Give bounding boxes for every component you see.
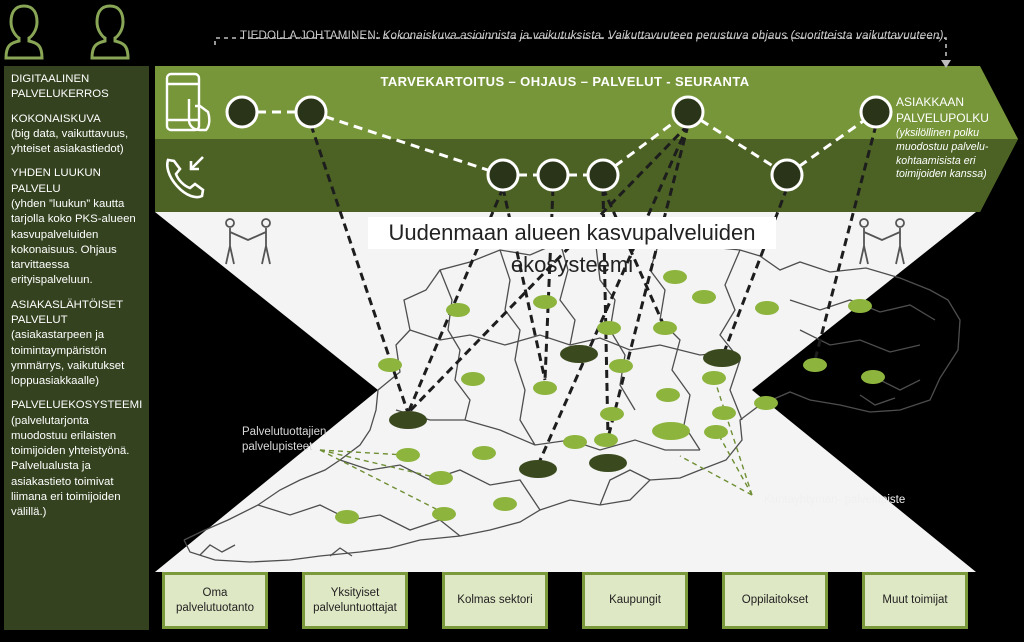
sidebar-section: YHDEN LUUKUN PALVELU (yhden ”luukun” kau… [11,166,143,288]
knowledge-management-text: Kokonaiskuva asioinnista ja vaikutuksist… [382,30,948,42]
path-node [586,158,620,192]
bracket-arrowhead [941,60,951,68]
handshake-icon [859,218,905,265]
actor-box-third-sector[interactable]: Kolmas sektori [442,572,548,629]
sidebar-section-title: DIGITAALINEN PALVELUKERROS [11,73,109,101]
sidebar-section-title: YHDEN LUUKUN PALVELU [11,167,101,195]
service-point [754,396,778,410]
customer-path-title: ASIAKKAAN PALVELUPOLKU [896,95,989,125]
path-node [225,95,259,129]
municipal-point [389,411,427,429]
knowledge-bracket [214,37,947,66]
service-point [803,358,827,372]
municipal-points [389,345,741,478]
label-pointers [319,377,753,513]
municipal-point [519,460,557,478]
sidebar-section-desc: (yhden ”luukun” kautta tarjolla koko PKS… [11,197,136,287]
service-point [600,407,624,421]
sidebar-section-desc: (palvelutarjonta muodostuu erilaisten to… [11,414,130,519]
path-nodes [225,95,893,192]
service-point [702,371,726,385]
customer-path-subtitle: (yksilöllinen polku muodostuu palvelu-ko… [896,127,989,181]
service-point [432,507,456,521]
service-point [663,270,687,284]
service-points [335,270,885,524]
path-node [859,95,893,129]
sidebar: DIGITAALINEN PALVELUKERROS KOKONAISKUVA … [4,66,149,630]
service-point [712,406,736,420]
sidebar-section-title: ASIAKASLÄHTÖISET PALVELUT [11,298,123,326]
ecosystem-title: Uudenmaan alueen kasvupalveluiden ekosys… [368,217,776,277]
knowledge-management-note: TIEDOLLA JOHTAMINEN: Kokonaiskuva asioin… [240,30,960,42]
service-point [848,299,872,313]
phone-icon [165,156,205,199]
path-node [770,158,804,192]
handshake-icon [225,218,271,265]
sidebar-section: KOKONAISKUVA (big data, vaikuttavuus, yh… [11,112,143,158]
service-point [656,388,680,402]
service-point [609,359,633,373]
service-point [533,381,557,395]
region-map [183,237,961,563]
service-point [755,301,779,315]
knowledge-management-label: TIEDOLLA JOHTAMINEN: [240,30,380,42]
service-point [396,448,420,462]
service-point [429,471,453,485]
sidebar-section-desc: (asiakastarpeen ja toimintaympäristön ym… [11,329,125,388]
path-node [294,95,328,129]
actor-box-other-actors[interactable]: Muut toimijat [862,572,968,629]
service-point [378,358,402,372]
sidebar-section: ASIAKASLÄHTÖISET PALVELUT (asiakastarpee… [11,298,143,390]
band-title: TARVEKARTOITUS – OHJAUS – PALVELUT - SEU… [380,74,750,89]
actor-box-educational-institutions[interactable]: Oppilaitokset [722,572,828,629]
user-silhouette-icon [4,4,44,60]
sidebar-section-title: KOKONAISKUVA [11,112,101,125]
actor-box-own-production[interactable]: Oma palvelutuotanto [162,572,268,629]
sidebar-section-title: PALVELUEKOSYSTEEMI [11,399,143,412]
service-point [692,290,716,304]
sidebar-section: PALVELUEKOSYSTEEMI (palvelutarjonta muod… [11,398,143,520]
service-point [597,321,621,335]
service-point [472,446,496,460]
municipal-point [589,454,627,472]
service-point [493,497,517,511]
path-node [671,95,705,129]
actor-box-cities[interactable]: Kaupungit [582,572,688,629]
service-point [594,433,618,447]
actor-box-private-providers[interactable]: Yksityiset palveluntuottajat [302,572,408,629]
user-silhouette-icon [90,4,130,60]
service-point [533,295,557,309]
service-point [446,303,470,317]
sidebar-section-desc: (big data, vaikuttavuus, yhteiset asiaka… [11,127,129,156]
municipal-label: Kuntayhtymän- palvelupiste [764,494,906,506]
customer-path-label: ASIAKKAAN PALVELUPOLKU (yksilöllinen pol… [896,95,1014,182]
service-point [652,422,690,440]
service-point [653,321,677,335]
sidebar-section: DIGITAALINEN PALVELUKERROS [11,72,143,103]
providers-label: Palvelutuottajien palvelupisteet [242,426,327,453]
municipal-point [703,349,741,367]
service-point [861,370,885,384]
path-node [486,158,520,192]
service-point [563,435,587,449]
path-node [536,158,570,192]
service-point [461,372,485,386]
tablet-touch-icon [165,72,211,132]
service-point [335,510,359,524]
municipal-point [560,345,598,363]
service-point [704,425,728,439]
